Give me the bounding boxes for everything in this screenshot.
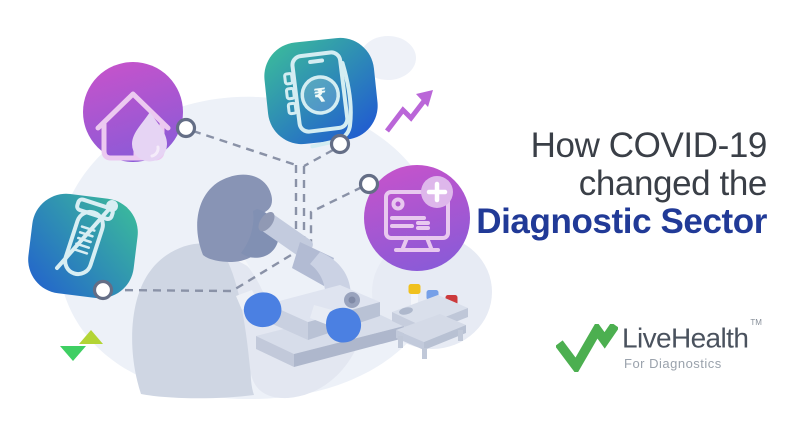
headline-line-2: changed the: [578, 164, 768, 203]
swab-tube-icon: [28, 193, 138, 299]
illustration: ₹: [28, 36, 492, 400]
rupee-symbol: ₹: [312, 84, 328, 107]
growth-arrow-icon: [385, 90, 433, 133]
livehealth-check-icon: [555, 321, 620, 377]
coat-back: [132, 243, 262, 399]
connector-dashes: [110, 129, 363, 293]
headline-line-3: Diagnostic Sector: [476, 202, 767, 241]
gloves: [236, 290, 362, 343]
logo-tagline: For Diagnostics: [624, 356, 722, 372]
sample-rack-icon: [392, 284, 468, 359]
online-report-icon: [364, 165, 470, 271]
connector-dots: [92, 117, 380, 301]
trademark: TM: [750, 318, 762, 327]
home-water-drop-icon: [83, 62, 183, 162]
headline: How COVID-19 changed the Diagnostic Sect…: [476, 127, 767, 241]
up-down-arrows-icon: [60, 330, 103, 361]
headline-line-1: How COVID-19: [530, 126, 768, 165]
mobile-rupee-icon: ₹: [264, 37, 378, 149]
